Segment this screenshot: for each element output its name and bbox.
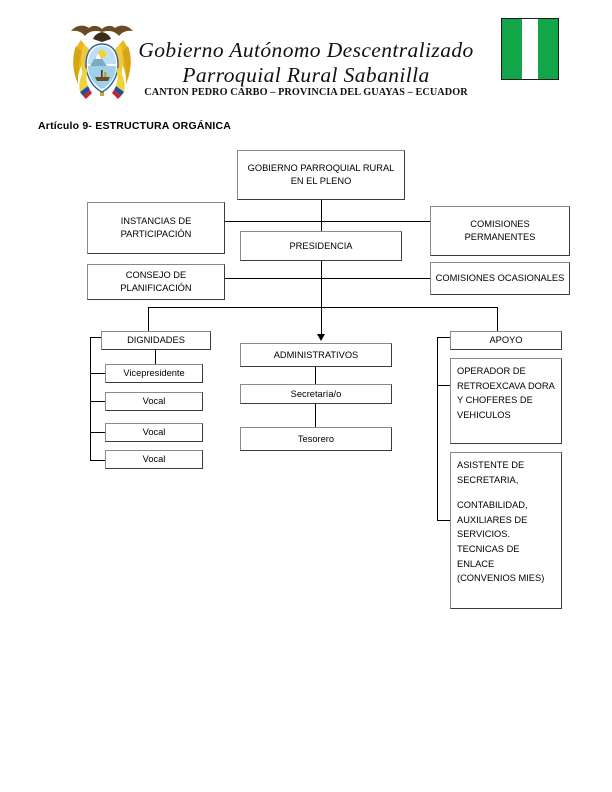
node-vocal-2[interactable]: Vocal [105,423,203,442]
node-tesorero[interactable]: Tesorero [240,427,392,451]
connector-instancias-to-comisiones-permanentes [225,221,430,222]
node-vocal-3[interactable]: Vocal [105,450,203,469]
node-consejo-de-planificacion[interactable]: CONSEJO DE PLANIFICACIÓN [87,264,225,300]
connector-consejo-to-comisiones-ocasionales [225,278,430,279]
connector-distribution-bar [148,307,498,308]
connector-apoyo-spine [437,337,438,520]
node-operador-retroexcavadora-choferes[interactable]: OPERADOR DE RETROEXCAVA DORA Y CHOFERES … [450,358,562,444]
node-administrativos[interactable]: ADMINISTRATIVOS [240,343,392,367]
connector-pleno-to-administrativos [321,199,322,339]
connector-vocal-1-stub [90,401,106,402]
letterhead: Gobierno Autónomo Descentralizado Parroq… [0,0,612,112]
node-gobierno-parroquial-rural-en-el-pleno[interactable]: GOBIERNO PARROQUIAL RURAL EN EL PLENO [237,150,405,200]
section-heading: Artículo 9- ESTRUCTURA ORGÁNICA [38,120,232,132]
node-presidencia[interactable]: PRESIDENCIA [240,231,402,261]
node-instancias-de-participacion[interactable]: INSTANCIAS DE PARTICIPACIÓN [87,202,225,254]
node-comisiones-permanentes[interactable]: COMISIONES PERMANENTES [430,206,570,256]
asistente-paragraph-2: CONTABILIDAD, AUXILIARES DE SERVICIOS. T… [457,500,545,584]
node-dignidades[interactable]: DIGNIDADES [101,331,211,350]
connector-drop-to-apoyo [497,307,498,331]
connector-secretaria-to-tesorero [315,404,316,427]
asistente-paragraph-1: ASISTENTE DE SECRETARIA, [457,460,525,485]
connector-dignidades-to-vicepresidente [155,349,156,364]
letterhead-subtitle: CANTON PEDRO CARBO – PROVINCIA DEL GUAYA… [144,87,468,98]
flag-band-green-right [537,19,558,79]
letterhead-title-line-1: Gobierno Autónomo Descentralizado [138,38,474,62]
arrowhead-to-administrativos [317,334,325,341]
ecuador-coat-of-arms-icon [64,22,140,100]
connector-operador-stub [437,385,451,386]
flag-band-green-left [502,19,523,79]
connector-asistente-stub [437,520,451,521]
node-vocal-1[interactable]: Vocal [105,392,203,411]
connector-apoyo-stub [437,337,451,338]
node-vicepresidente[interactable]: Vicepresidente [105,364,203,383]
connector-administrativos-to-secretaria [315,366,316,384]
connector-drop-to-dignidades [148,307,149,331]
flag-band-white [522,19,538,79]
node-apoyo[interactable]: APOYO [450,331,562,350]
node-secretaria[interactable]: Secretaría/o [240,384,392,404]
connector-vocal-2-stub [90,432,106,433]
connector-dignidades-spine [90,337,91,461]
node-comisiones-ocasionales[interactable]: COMISIONES OCASIONALES [430,262,570,295]
node-asistente-secretaria-contabilidad[interactable]: ASISTENTE DE SECRETARIA, CONTABILIDAD, A… [450,452,562,609]
letterhead-title-line-2: Parroquial Rural Sabanilla [182,63,430,87]
connector-dignidades-stub [90,337,102,338]
connector-vocal-3-stub [90,460,106,461]
parish-flag-icon [501,18,559,80]
connector-vicepresidente-stub [90,373,106,374]
